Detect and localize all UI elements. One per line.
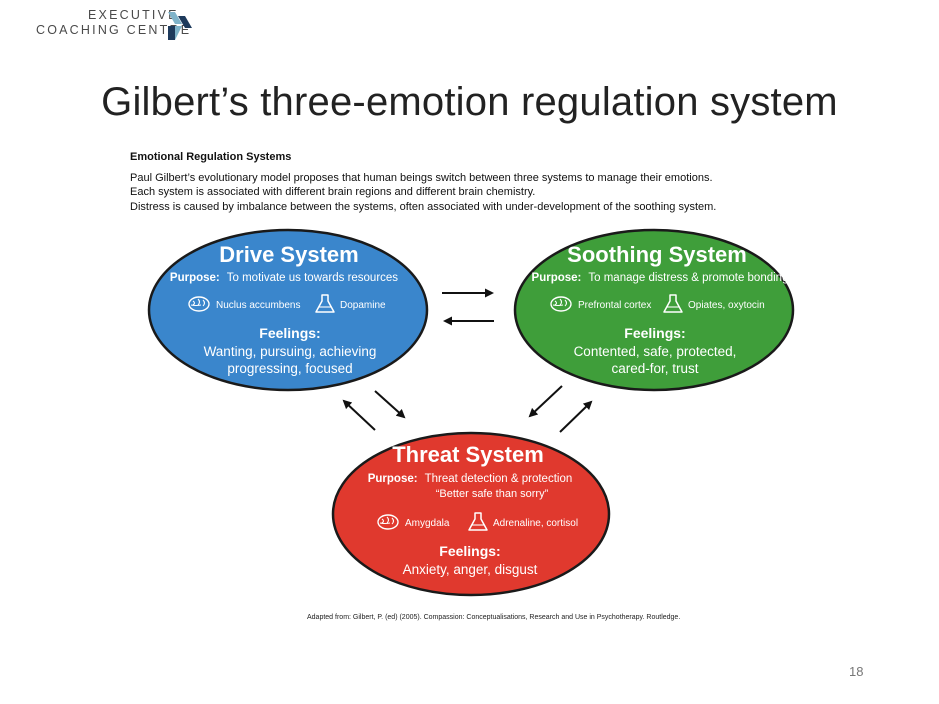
company-logo: EXECUTIVE COACHING CENTRE: [36, 8, 196, 42]
threat-ellipse: [331, 431, 611, 597]
threat-purpose-label: Purpose:: [368, 473, 418, 485]
soothing-ellipse: [513, 228, 795, 392]
threat-feelings-label: Feelings:: [439, 543, 500, 559]
soothing-feelings-line-2: cared-for, trust: [611, 361, 698, 376]
page-number: 18: [849, 664, 864, 679]
soothing-chemistry: Opiates, oxytocin: [688, 300, 765, 311]
threat-system: Threat System Purpose: Threat detection …: [331, 431, 611, 597]
threat-title: Threat System: [392, 442, 544, 467]
drive-purpose: Purpose: To motivate us towards resource…: [170, 272, 398, 284]
system-arrows: [342, 288, 593, 433]
arrow-drive-to-threat: [374, 390, 406, 419]
soothing-title: Soothing System: [567, 242, 747, 267]
soothing-purpose: Purpose: To manage distress & promote bo…: [532, 272, 789, 284]
drive-feelings-label: Feelings:: [259, 325, 320, 341]
intro-heading: Emotional Regulation Systems: [130, 151, 292, 163]
soothing-feelings-line-1: Contented, safe, protected,: [574, 344, 737, 359]
drive-purpose-label: Purpose:: [170, 272, 220, 284]
threat-purpose: Purpose: Threat detection & protection: [368, 473, 573, 485]
intro-block: Emotional Regulation Systems Paul Gilber…: [130, 150, 830, 214]
intro-line-2: Each system is associated with different…: [130, 186, 536, 198]
threat-purpose-line-2: “Better safe than sorry”: [436, 488, 549, 500]
drive-brain: Nuclus accumbens: [216, 300, 300, 311]
arrow-threat-to-soothing: [559, 400, 593, 433]
drive-ellipse: [147, 228, 429, 392]
logo-mark-icon: [168, 12, 192, 40]
logo-text-line1: EXECUTIVE: [88, 8, 179, 22]
logo-text-line2: COACHING CENTRE: [36, 23, 192, 37]
intro-line-3: Distress is caused by imbalance between …: [130, 200, 717, 213]
threat-chemistry: Adrenaline, cortisol: [493, 518, 578, 529]
drive-purpose-text: To motivate us towards resources: [227, 272, 399, 284]
soothing-system: Soothing System Purpose: To manage distr…: [513, 228, 795, 392]
soothing-feelings-label: Feelings:: [624, 325, 685, 341]
threat-feelings-line-1: Anxiety, anger, disgust: [403, 562, 538, 577]
slide-title: Gilbert’s three-emotion regulation syste…: [101, 80, 838, 124]
arrow-soothing-to-threat: [528, 385, 563, 418]
intro-line-1: Paul Gilbert’s evolutionary model propos…: [130, 171, 713, 184]
soothing-purpose-text: To manage distress & promote bonding: [588, 272, 788, 284]
drive-system: Drive System Purpose: To motivate us tow…: [147, 228, 429, 392]
drive-feelings-line-1: Wanting, pursuing, achieving: [204, 344, 377, 359]
drive-title: Drive System: [219, 242, 358, 267]
soothing-brain: Prefrontal cortex: [578, 300, 651, 311]
threat-brain: Amygdala: [405, 518, 450, 529]
drive-feelings-line-2: progressing, focused: [227, 361, 352, 376]
source-footnote: Adapted from: Gilbert, P. (ed) (2005). C…: [307, 614, 681, 621]
threat-purpose-text: Threat detection & protection: [425, 473, 573, 485]
soothing-purpose-label: Purpose:: [532, 272, 582, 284]
arrow-threat-to-drive: [342, 399, 376, 431]
drive-chemistry: Dopamine: [340, 300, 386, 311]
